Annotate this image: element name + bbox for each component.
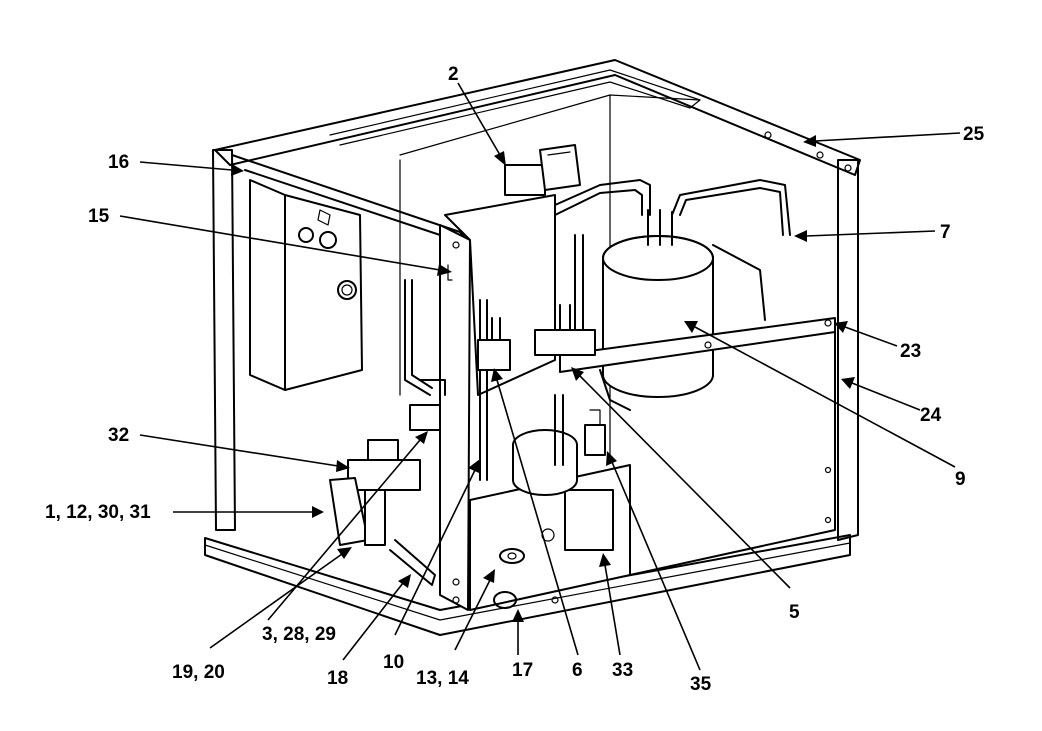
callout-9: 9 xyxy=(955,469,966,490)
lower-front-panel xyxy=(469,464,631,611)
callout-23: 23 xyxy=(900,341,921,362)
callout-labels: 2 25 16 7 15 23 24 9 32 1, 12, 30, 31 5 … xyxy=(45,64,985,695)
refrigerant-tubing xyxy=(404,179,791,481)
callout-13-14: 13, 14 xyxy=(416,668,469,689)
callout-10: 10 xyxy=(383,652,404,673)
center-divider-panel xyxy=(439,224,471,611)
callout-33: 33 xyxy=(612,660,633,681)
callout-5: 5 xyxy=(789,602,800,623)
valve-cluster xyxy=(477,304,631,456)
callout-1-12-30-31: 1, 12, 30, 31 xyxy=(45,502,151,523)
upper-control-panel xyxy=(444,194,556,396)
cabinet-frame xyxy=(204,59,861,636)
callout-35: 35 xyxy=(690,674,712,695)
callout-25: 25 xyxy=(963,124,985,145)
callout-19-20: 19, 20 xyxy=(172,662,225,683)
callout-3-28-29: 3, 28, 29 xyxy=(262,624,336,645)
callout-6: 6 xyxy=(572,660,583,681)
right-rear-post xyxy=(837,159,859,541)
callout-16: 16 xyxy=(108,152,129,173)
callout-17: 17 xyxy=(512,660,533,681)
callout-2: 2 xyxy=(448,64,459,85)
top-frame xyxy=(214,59,861,176)
electrical-box xyxy=(249,179,363,391)
leader-lines xyxy=(119,82,961,671)
access-cover xyxy=(564,489,614,551)
callout-32: 32 xyxy=(108,425,129,446)
left-front-post xyxy=(212,149,236,531)
callout-7: 7 xyxy=(940,222,951,243)
callout-18: 18 xyxy=(327,668,348,689)
compressor-assembly xyxy=(512,394,601,496)
receiver-tank xyxy=(602,209,714,398)
callout-15: 15 xyxy=(88,206,110,227)
callout-24: 24 xyxy=(920,405,942,426)
lower-left-components xyxy=(329,379,446,586)
base-plate xyxy=(204,534,851,636)
solenoid-valve-top xyxy=(504,144,581,196)
right-side-panel xyxy=(629,331,836,576)
